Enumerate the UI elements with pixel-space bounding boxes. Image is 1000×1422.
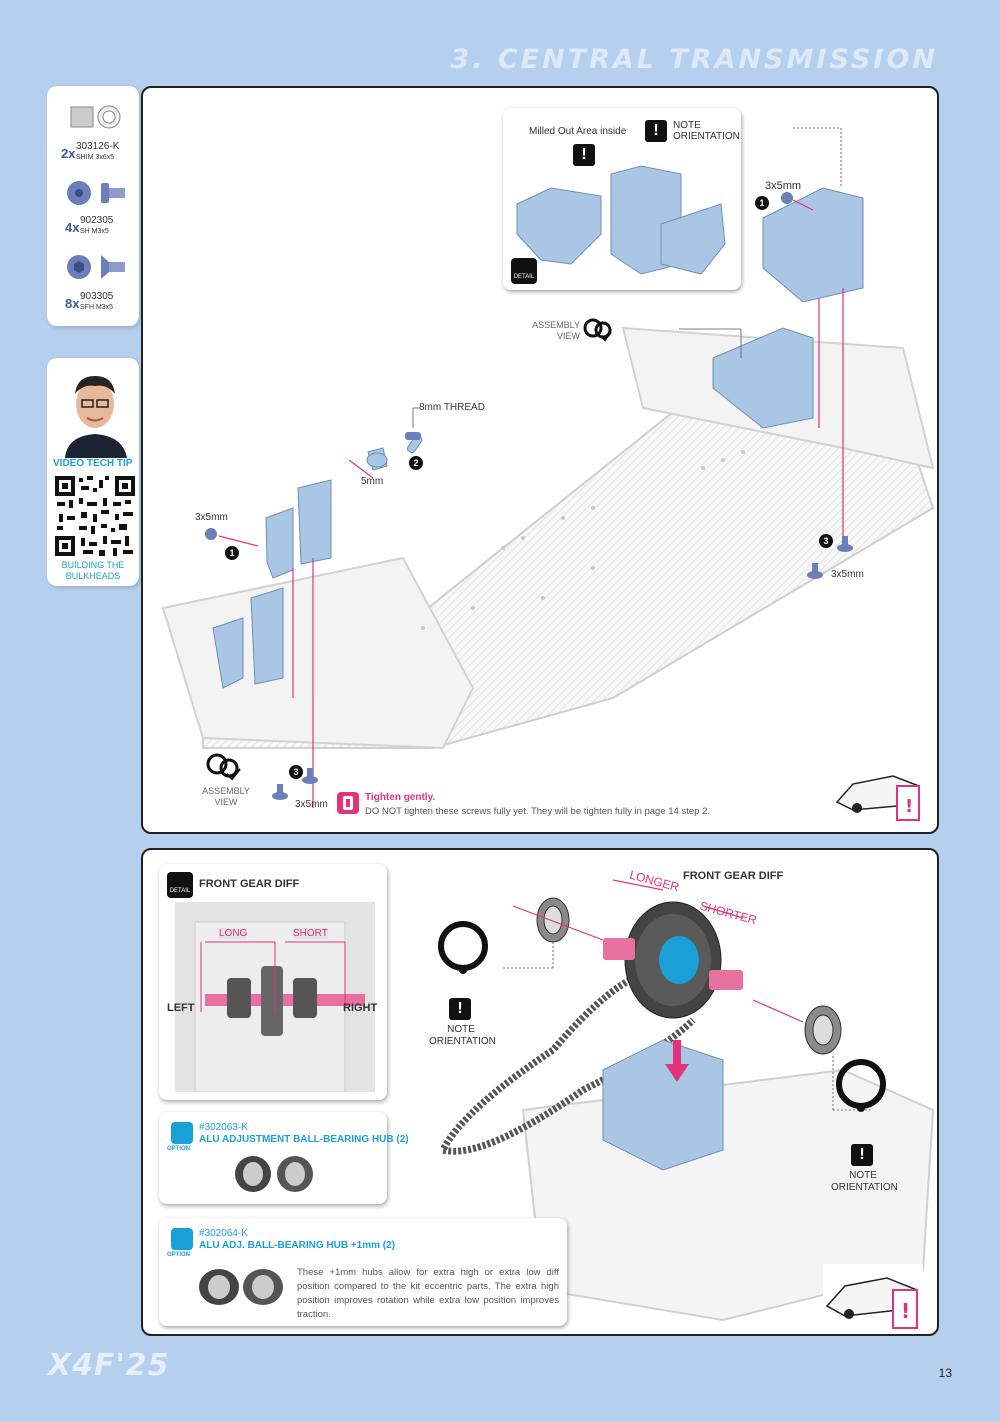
note-orientation-label: NOTE ORIENTATION xyxy=(673,120,740,142)
tighten-text: DO NOT tighten these screws fully yet. T… xyxy=(365,806,710,817)
option-tag: OPTION xyxy=(167,1252,191,1258)
left-label: LEFT xyxy=(167,1002,195,1014)
front-gear-diff-label: FRONT GEAR DIFF xyxy=(683,870,784,882)
warning-icon: ! xyxy=(449,998,471,1020)
part-code: 902305 xyxy=(80,215,114,226)
svg-text:!: ! xyxy=(905,796,913,817)
option-card-1: OPTION #302063-K ALU ADJUSTMENT BALL-BEA… xyxy=(159,1112,409,1204)
page-title: 3. CENTRAL TRANSMISSION xyxy=(450,44,938,75)
assembly-view-icon xyxy=(583,318,612,342)
step-badge: 2 xyxy=(409,456,423,470)
part-code: 303126-K xyxy=(76,141,120,152)
warning-icon: ! xyxy=(573,144,595,166)
detail-icon: DETAIL xyxy=(167,872,193,898)
bulkhead-detail-drawing xyxy=(516,165,726,275)
option-icon xyxy=(171,1228,193,1250)
front-gear-diff-label: FRONT GEAR DIFF xyxy=(199,878,300,890)
part-code: 903305 xyxy=(80,291,114,302)
part-qty: 8x xyxy=(65,296,80,311)
gear-diff-detail-drawing xyxy=(175,902,375,1092)
warning-icon: ! xyxy=(851,1144,873,1166)
step2-panel: ! NOTE ORIENTATION ! NOTE ORIENTATION LO… xyxy=(141,848,939,1336)
right-label: RIGHT xyxy=(343,1002,378,1014)
screw-icon xyxy=(67,181,125,205)
option-code: #302064-K xyxy=(199,1228,248,1239)
detail-label: DETAIL xyxy=(513,274,535,280)
qr-code[interactable] xyxy=(53,474,137,558)
warning-icon: ! xyxy=(645,120,667,142)
thread-label: 8mm THREAD xyxy=(419,402,485,413)
option-description: These +1mm hubs allow for extra high or … xyxy=(297,1267,559,1320)
orientation-ring-icon xyxy=(438,921,488,974)
option-tag: OPTION xyxy=(167,1146,191,1152)
detail-inset-gear-diff: DETAIL FRONT GEAR DIFF LONG SHORT LEFT R… xyxy=(159,864,387,1100)
video-tip-caption: BUILDING THE BULKHEADS xyxy=(61,560,125,581)
shim-icon xyxy=(70,105,121,129)
part-qty: 2x xyxy=(61,146,76,161)
step-badge: 3 xyxy=(819,534,833,548)
note-orientation-label: NOTE ORIENTATION xyxy=(429,1024,496,1047)
orientation-ring-icon xyxy=(836,1059,886,1112)
assembly-view-label: ASSEMBLY VIEW xyxy=(202,786,250,807)
part-qty: 4x xyxy=(65,220,80,235)
detail-inset-bulkhead: Milled Out Area inside ! ! NOTE ORIENTAT… xyxy=(503,108,741,290)
step-badge: 3 xyxy=(289,765,303,779)
option-name: ALU ADJ. BALL-BEARING HUB +1mm (2) xyxy=(199,1240,396,1251)
screw-size-label: 3x5mm xyxy=(831,569,864,580)
page-number: 13 xyxy=(938,1366,952,1380)
instructor-photo xyxy=(55,364,135,458)
brand-logo: X4F'25 xyxy=(48,1348,170,1383)
note-orientation-label: NOTE ORIENTATION xyxy=(831,1170,898,1193)
step1-panel: Milled Out Area inside ! ! NOTE ORIENTAT… xyxy=(141,86,939,834)
hub-icon xyxy=(199,1269,283,1305)
screw-size-label: 3x5mm xyxy=(195,512,228,523)
option-code: #302063-K xyxy=(199,1122,248,1133)
car-orientation-icon: ! xyxy=(833,764,925,822)
milled-label: Milled Out Area inside xyxy=(529,126,627,137)
assembly-view-icon xyxy=(206,753,241,781)
screw-size-label: 3x5mm xyxy=(295,799,328,810)
option-icon xyxy=(171,1122,193,1144)
option-name: ALU ADJUSTMENT BALL-BEARING HUB (2) xyxy=(199,1134,409,1145)
hub-icon xyxy=(235,1156,313,1192)
short-label: SHORT xyxy=(293,928,328,939)
screw-size-label: 3x5mm xyxy=(765,180,802,192)
tighten-warning-icon xyxy=(337,792,359,814)
step-badge: 1 xyxy=(225,546,239,560)
gear-diff-drawing xyxy=(437,879,935,1322)
step-badge: 1 xyxy=(755,196,769,210)
video-tip-label: VIDEO TECH TIP xyxy=(53,458,133,469)
flathead-screw-icon xyxy=(67,255,125,279)
svg-text:!: ! xyxy=(901,1299,910,1323)
car-orientation-icon: ! xyxy=(823,1264,923,1330)
part-desc: SFH M3x5 xyxy=(80,304,114,311)
chassis-assembly-drawing xyxy=(161,127,935,808)
tighten-title: Tighten gently. xyxy=(365,792,436,803)
spacer-size-label: 5mm xyxy=(361,476,384,487)
detail-icon: DETAIL xyxy=(511,258,537,284)
long-label: LONG xyxy=(219,928,248,939)
assembly-view-label: ASSEMBLY VIEW xyxy=(532,320,580,341)
option-card-2: OPTION #302064-K ALU ADJ. BALL-BEARING H… xyxy=(159,1218,567,1326)
parts-box: 2x 303126-K SHIM 3x6x5 4x 902305 SH M3x5… xyxy=(47,86,139,326)
part-desc: SHIM 3x6x5 xyxy=(76,154,115,161)
video-tip-box[interactable]: VIDEO TECH TIP BUILDING THE BULKHEADS xyxy=(47,358,139,586)
part-desc: SH M3x5 xyxy=(80,228,109,235)
detail-label: DETAIL xyxy=(169,888,191,894)
